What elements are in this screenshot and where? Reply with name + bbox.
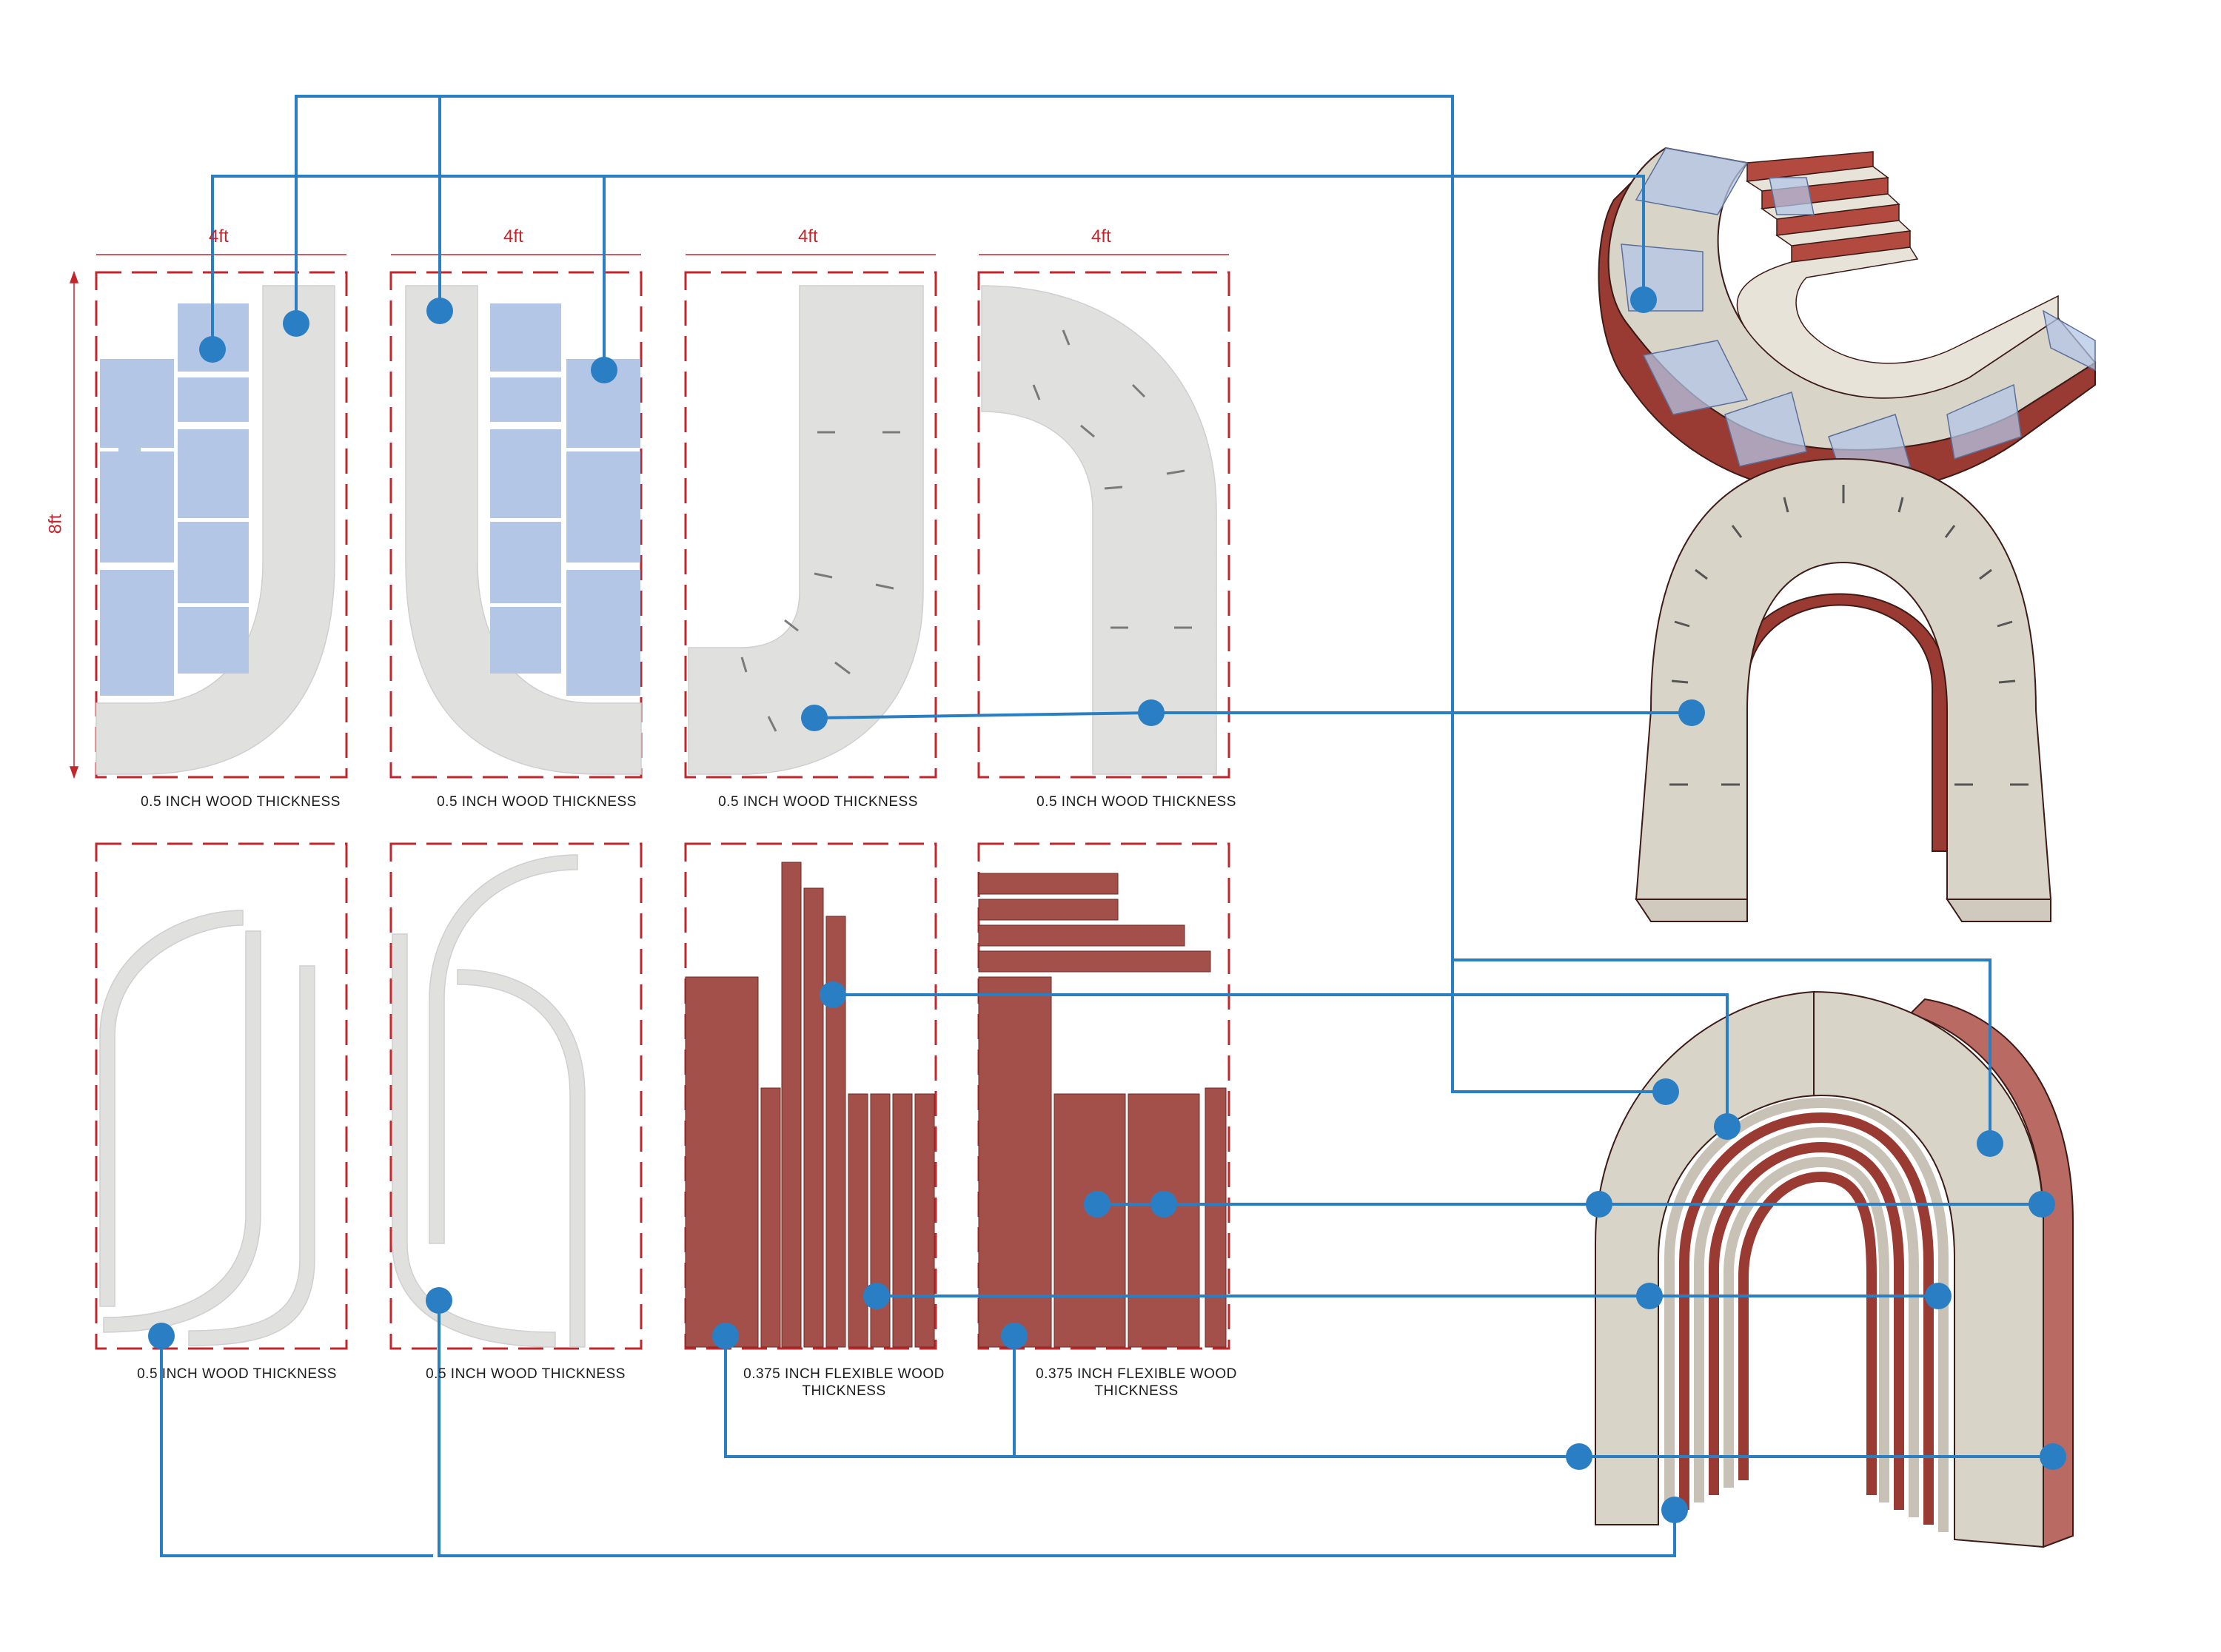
sheet-c-curved-panel	[688, 285, 924, 775]
model1-glass-panels	[1621, 147, 2096, 482]
sheet-label-h: 0.375 INCH FLEXIBLE WOOD THICKNESS	[1036, 1366, 1237, 1399]
model2-base-right	[1946, 899, 2051, 922]
sheet-e-parts	[99, 910, 315, 1346]
sheet-frame-f	[389, 842, 643, 1350]
connector-lines	[160, 95, 2053, 1557]
model2-base-left	[1635, 899, 1748, 922]
node-sheet-h-bottom	[1001, 1323, 1028, 1349]
node-model3-mid-left	[1586, 1191, 1612, 1218]
dim-width-a: 4ft	[209, 226, 229, 246]
model-grey-arch	[1635, 457, 2052, 922]
sheet-e-arc-strip-1	[99, 910, 244, 1307]
sheet-label-e: 0.5 INCH WOOD THICKNESS	[137, 1366, 337, 1382]
connector-nodes	[148, 286, 2066, 1523]
sheet-d-slots	[1032, 329, 1192, 629]
sheet-h-parts	[978, 873, 1227, 1348]
node-model3-base-left	[1566, 1443, 1592, 1470]
sheet-frame-a	[95, 271, 348, 779]
dim-height: 8ft	[45, 514, 66, 534]
node-model3-mid-right	[2029, 1191, 2055, 1218]
node-sheet-a-panel	[283, 310, 309, 337]
node-sheet-g-bottom	[712, 1323, 739, 1349]
node-sheet-a-steps	[199, 336, 226, 363]
sheet-label-a: 0.5 INCH WOOD THICKNESS	[141, 794, 341, 810]
sheet-frame-d	[977, 271, 1230, 779]
node-model3-ring	[1714, 1113, 1741, 1140]
dim-width-b: 4ft	[503, 226, 523, 246]
sheet-label-b: 0.5 INCH WOOD THICKNESS	[437, 794, 637, 810]
sheet-a-parts	[96, 285, 335, 775]
sheet-label-c: 0.5 INCH WOOD THICKNESS	[718, 794, 918, 810]
node-sheet-f	[426, 1287, 452, 1314]
sheet-f-arc-strip-2	[429, 854, 578, 1244]
node-sheet-b-panel	[426, 298, 453, 324]
sheet-label-d: 0.5 INCH WOOD THICKNESS	[1036, 794, 1236, 810]
model-layered-arch	[1595, 990, 2074, 1548]
node-model3-top-right	[1977, 1130, 2003, 1157]
node-sheet-g-top	[820, 981, 846, 1008]
node-sheet-g-mid	[863, 1283, 890, 1309]
sheet-f-parts	[392, 854, 586, 1348]
sheet-e-arc-strip-3	[188, 965, 315, 1346]
sheet-c-slots	[740, 431, 900, 732]
node-model3-inner-left	[1636, 1283, 1663, 1309]
dim-width-d: 4ft	[1091, 226, 1111, 246]
model2-arch-face	[1635, 457, 2052, 900]
node-sheet-d-panel	[1138, 699, 1165, 726]
sheet-d-parts	[981, 285, 1217, 775]
dim-width-c: 4ft	[798, 226, 818, 246]
sheet-label-f: 0.5 INCH WOOD THICKNESS	[426, 1366, 626, 1382]
model-stepped-horseshoe	[1598, 147, 2097, 495]
model1-step-treads	[1736, 166, 2059, 399]
sheet-frame-e	[95, 842, 348, 1350]
sheet-f-arc-strip-3	[457, 969, 586, 1348]
model2-slots	[1669, 485, 2029, 786]
sheet-b-step-pieces	[490, 303, 640, 696]
model1-step-risers	[1746, 151, 1911, 263]
sheet-d-curved-panel	[981, 285, 1217, 775]
node-sheet-h-left	[1084, 1191, 1110, 1218]
node-sheet-e	[148, 1323, 175, 1349]
node-model3-inner-right	[1925, 1283, 1952, 1309]
sheet-c-parts	[688, 285, 924, 775]
sheet-b-parts	[405, 285, 642, 775]
sheet-frame-b	[389, 271, 643, 779]
sheet-g-parts	[685, 862, 935, 1348]
sheet-f-arc-strip-1	[392, 933, 556, 1348]
node-model1	[1630, 286, 1657, 313]
model3-front-face	[1595, 990, 2044, 1548]
dimension-lines	[69, 254, 1229, 779]
sheet-frame-c	[684, 271, 937, 779]
sheet-b-curved-panel	[405, 285, 642, 775]
model2-inner-red	[1732, 593, 1948, 852]
node-model3-bottom	[1661, 1497, 1688, 1523]
sheet-e-arc-strip-2	[103, 930, 261, 1333]
node-model3-top-left	[1652, 1078, 1679, 1105]
sheet-label-g: 0.375 INCH FLEXIBLE WOOD THICKNESS	[743, 1366, 945, 1399]
node-sheet-c-panel	[801, 705, 828, 731]
node-sheet-b-steps	[591, 357, 617, 383]
node-model3-base-right	[2040, 1443, 2066, 1470]
model3-side-red	[1909, 998, 2074, 1548]
node-sheet-h-right	[1150, 1191, 1177, 1218]
model3-layer-rings	[1664, 1097, 1949, 1532]
node-model2	[1678, 699, 1705, 726]
sheet-a-step-pieces	[100, 303, 249, 696]
